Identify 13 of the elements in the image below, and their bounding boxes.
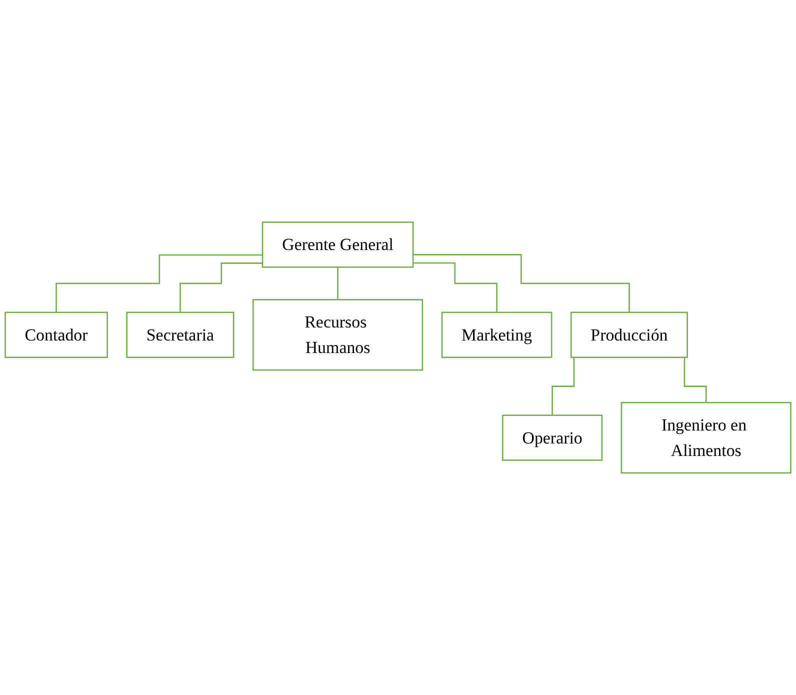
connector bbox=[56, 254, 263, 313]
connector bbox=[413, 254, 630, 313]
node-box: Contador bbox=[4, 312, 108, 358]
node-box: Secretaria bbox=[126, 312, 234, 358]
node-box: Recursos Humanos bbox=[252, 299, 424, 371]
node-box: Gerente General bbox=[262, 222, 414, 268]
node-box: Producción bbox=[570, 312, 688, 358]
node-box: Marketing bbox=[441, 312, 552, 358]
connector bbox=[413, 262, 498, 313]
node-box: Ingeniero en Alimentos bbox=[620, 402, 792, 474]
connector bbox=[337, 266, 338, 300]
node-box: Operario bbox=[502, 414, 603, 461]
connector bbox=[180, 262, 263, 313]
